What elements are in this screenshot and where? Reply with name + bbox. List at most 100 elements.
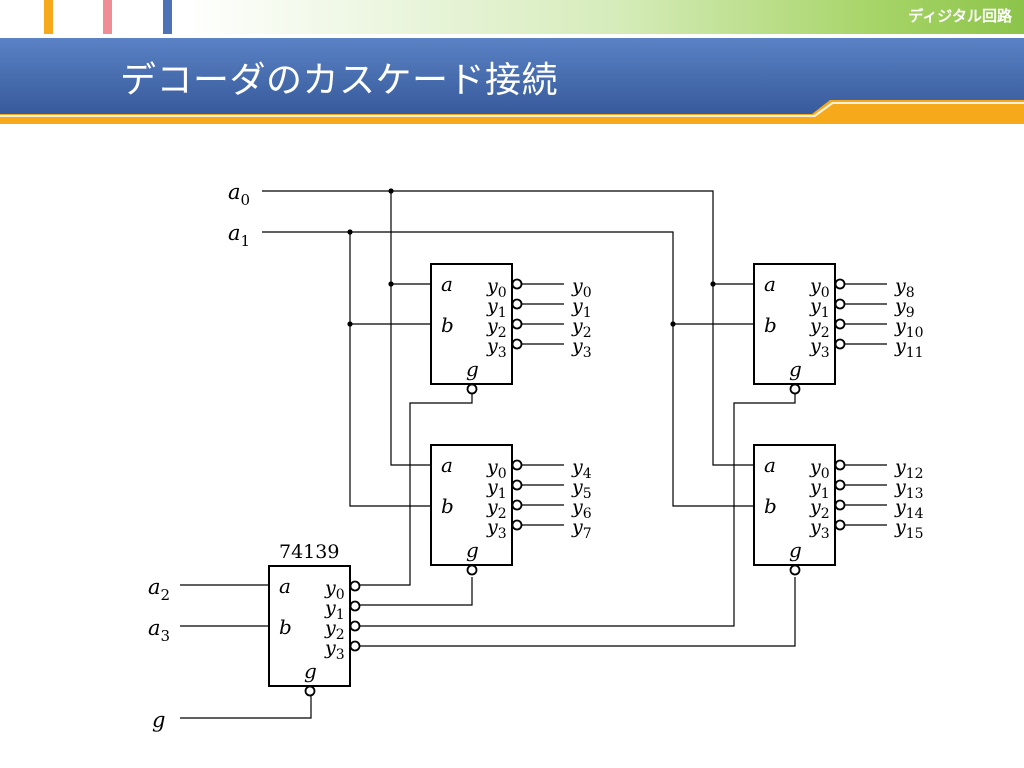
inversion-bubble (511, 338, 523, 350)
pin-y0-label: y0 (486, 456, 507, 482)
top-header-bar: ディジタル回路 (0, 0, 1024, 38)
inversion-bubble (834, 479, 846, 491)
input-label-a1: a1 (228, 221, 250, 250)
output-label-y2: y10 (894, 315, 924, 341)
pin-b-label: b (441, 313, 454, 337)
wire-enable-tr (360, 390, 796, 627)
inversion-bubble (511, 519, 523, 531)
inversion-bubble (834, 499, 846, 511)
pin-y3-label: y3 (324, 637, 345, 663)
inversion-bubble (511, 318, 523, 330)
course-label: ディジタル回路 (908, 7, 1012, 25)
title-band-orange-stripe (0, 100, 1024, 124)
inversion-bubble (511, 278, 523, 290)
pin-b-label: b (764, 494, 777, 518)
output-label-y0: y8 (894, 275, 915, 301)
pin-y1-label: y1 (809, 295, 830, 321)
pin-y0-label: y0 (809, 456, 830, 482)
pin-b-label: b (764, 313, 777, 337)
output-label-y0: y12 (894, 456, 924, 482)
output-label-y3: y11 (894, 335, 924, 361)
output-label-y1: y13 (894, 476, 924, 502)
pin-a-label: a (279, 574, 291, 598)
output-label-y0: y4 (571, 456, 592, 482)
output-label-y2: y2 (571, 315, 592, 341)
inversion-bubble (349, 580, 361, 592)
inversion-bubble (834, 278, 846, 290)
pin-g-label: g (304, 659, 317, 683)
accent-bar-orange (44, 0, 53, 34)
inversion-bubble (349, 640, 361, 652)
pin-b-label: b (279, 615, 292, 639)
inversion-bubble (511, 479, 523, 491)
pin-a-label: a (441, 272, 453, 296)
slide-title: デコーダのカスケード接続 (120, 60, 559, 101)
pin-g-label: g (466, 538, 479, 562)
enable-bubble (466, 564, 478, 576)
output-stubs (522, 283, 887, 526)
pin-y2-label: y2 (809, 315, 830, 341)
decoder-body (753, 263, 836, 385)
output-label-y1: y9 (894, 295, 915, 321)
chip-label-74139: 74139 (279, 541, 339, 563)
inversion-bubble (834, 519, 846, 531)
output-label-y2: y6 (571, 496, 592, 522)
output-label-y3: y3 (571, 335, 592, 361)
input-label-g: g (152, 708, 165, 732)
pin-y2-label: y2 (486, 496, 507, 522)
inversion-bubble (834, 338, 846, 350)
pin-g-label: g (466, 357, 479, 381)
decoder-body (430, 263, 513, 385)
pin-y2-label: y2 (324, 617, 345, 643)
input-label-a0: a0 (228, 180, 250, 209)
pin-y1-label: y1 (486, 295, 507, 321)
wire-enable-bl (360, 577, 473, 606)
pin-y2-label: y2 (809, 496, 830, 522)
output-label-y2: y14 (894, 496, 924, 522)
inversion-bubble (834, 298, 846, 310)
output-label-y1: y1 (571, 295, 592, 321)
pin-y0-label: y0 (324, 577, 345, 603)
pin-y3-label: y3 (809, 335, 830, 361)
inversion-bubble (834, 318, 846, 330)
pin-a-label: a (764, 453, 776, 477)
pin-y3-label: y3 (486, 335, 507, 361)
accent-bar-pink (103, 0, 112, 34)
pin-a-label: a (441, 453, 453, 477)
pin-b-label: b (441, 494, 454, 518)
pin-y3-label: y3 (809, 516, 830, 542)
enable-bubble (304, 685, 316, 697)
wire-a1 (262, 231, 754, 507)
input-label-a2: a2 (148, 575, 170, 604)
output-label-y0: y0 (571, 275, 592, 301)
wire-g (180, 695, 312, 719)
junction-dots (347, 188, 716, 327)
input-labels: a0 a1 a2 a3 g (148, 180, 250, 732)
decoder-body (268, 565, 351, 687)
inversion-bubble (349, 600, 361, 612)
inversion-bubble (511, 499, 523, 511)
inversion-bubble (511, 298, 523, 310)
wire-enable-tl (360, 390, 473, 586)
pin-y0-label: y0 (486, 275, 507, 301)
inversion-bubble (349, 620, 361, 632)
enable-bubble (789, 383, 801, 395)
output-label-y1: y5 (571, 476, 592, 502)
enable-bubble (789, 564, 801, 576)
pin-y3-label: y3 (486, 516, 507, 542)
output-label-y3: y15 (894, 516, 924, 542)
pin-y1-label: y1 (324, 597, 345, 623)
inversion-bubble (511, 459, 523, 471)
title-band (0, 38, 1024, 124)
pin-y1-label: y1 (809, 476, 830, 502)
output-label-y3: y7 (571, 516, 592, 542)
pin-a-label: a (764, 272, 776, 296)
enable-bubble (466, 383, 478, 395)
